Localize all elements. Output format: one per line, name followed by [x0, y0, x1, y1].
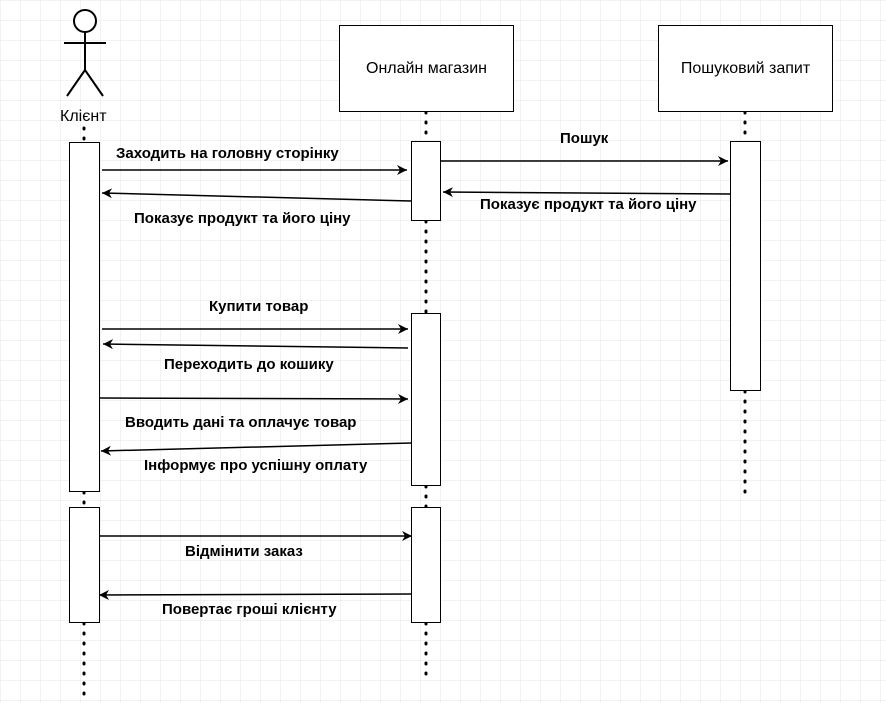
- activation-client-1: [69, 142, 100, 492]
- message-label-m7: Вводить дані та оплачує товар: [125, 414, 357, 431]
- participant-client-label: Клієнт: [60, 108, 107, 125]
- message-label-m3: Показує продукт та його ціну: [134, 210, 351, 227]
- client-actor-figure: [64, 9, 106, 97]
- message-label-m2: Пошук: [560, 130, 609, 147]
- participant-search: Пошуковий запит: [658, 25, 833, 112]
- activation-search-1: [730, 141, 761, 391]
- message-label-m1: Заходить на головну сторінку: [116, 145, 339, 162]
- message-label-m10: Повертає гроші клієнту: [162, 601, 337, 618]
- actor-head: [73, 9, 97, 33]
- message-label-m5: Купити товар: [209, 298, 309, 315]
- arrow-m6: [102, 339, 409, 350]
- message-label-m6: Переходить до кошику: [164, 356, 334, 373]
- participant-shop: Онлайн магазин: [339, 25, 514, 112]
- arrow-m10: [98, 589, 412, 600]
- lifelines: [82, 110, 747, 697]
- arrow-m8: [100, 442, 413, 456]
- arrow-m7: [99, 393, 409, 404]
- activation-shop-3: [411, 507, 441, 623]
- message-label-m4: Показує продукт та його ціну: [480, 196, 697, 213]
- actor-leg-left: [66, 69, 86, 97]
- arrow-m3: [101, 188, 412, 202]
- participant-search-label: Пошуковий запит: [680, 59, 811, 77]
- message-label-m9: Відмінити заказ: [185, 543, 303, 560]
- arrow-m4: [442, 187, 731, 198]
- message-label-m8: Інформує про успішну оплату: [144, 457, 368, 474]
- activation-shop-2: [411, 313, 441, 486]
- participant-shop-label: Онлайн магазин: [366, 59, 487, 77]
- message-arrows: [98, 156, 731, 600]
- activation-client-2: [69, 507, 100, 623]
- activation-shop-1: [411, 141, 441, 221]
- actor-leg-right: [84, 69, 104, 97]
